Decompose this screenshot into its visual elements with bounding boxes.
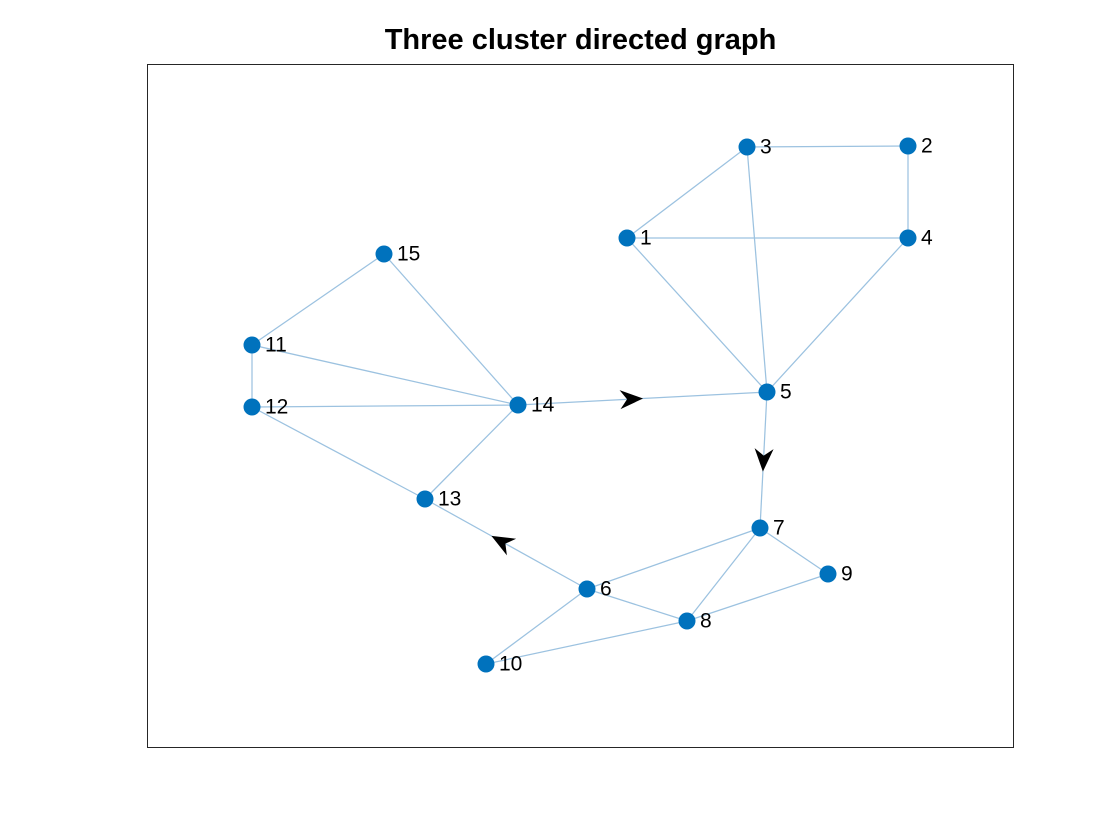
node-label-6: 6 (600, 578, 612, 601)
graph-edge-4-5 (766, 237, 909, 393)
arrowhead-5-7 (754, 448, 774, 472)
graph-edge-6-7 (586, 527, 761, 590)
node-label-2: 2 (921, 135, 933, 158)
node-label-12: 12 (265, 396, 288, 419)
graph-node-14 (509, 396, 527, 414)
node-label-5: 5 (780, 381, 792, 404)
graph-edge-1-5 (626, 237, 768, 393)
node-label-3: 3 (760, 136, 772, 159)
graph-edge-12-13 (251, 406, 426, 500)
chart-title: Three cluster directed graph (384, 24, 777, 56)
graph-node-12 (243, 398, 261, 416)
graph-edge-2-3 (746, 145, 909, 148)
graph-node-9 (819, 565, 837, 583)
graph-edge-6-8 (586, 588, 688, 622)
node-label-14: 14 (531, 394, 555, 417)
node-label-7: 7 (773, 517, 785, 540)
node-label-13: 13 (438, 488, 461, 511)
graph-node-10 (477, 655, 495, 673)
arrowhead-14-5 (619, 390, 644, 410)
graph-node-3 (738, 138, 756, 156)
node-label-15: 15 (397, 243, 420, 266)
graph-edge-13-14 (424, 404, 519, 500)
graph-edge-11-14 (251, 344, 519, 406)
graph-node-13 (416, 490, 434, 508)
graph-edge-8-9 (686, 573, 829, 622)
graph-node-6 (578, 580, 596, 598)
graph-node-7 (751, 519, 769, 537)
graph-edge-14-15 (383, 253, 519, 406)
graph-node-15 (375, 245, 393, 263)
graph-edge-6-10 (485, 588, 588, 665)
node-label-9: 9 (841, 563, 853, 586)
graph-edge-7-9 (759, 527, 829, 575)
graph-node-11 (243, 336, 261, 354)
graph-edge-8-10 (485, 620, 688, 665)
graph-node-5 (758, 383, 776, 401)
graph-edge-1-3 (626, 146, 748, 239)
graph-edge-11-15 (251, 253, 385, 346)
graph-edge-7-8 (686, 527, 761, 622)
node-label-11: 11 (265, 334, 287, 357)
graph-edge-3-5 (746, 146, 768, 393)
arrowhead-6-13 (491, 535, 517, 556)
graph-edge-6-13 (424, 498, 588, 590)
node-label-4: 4 (921, 227, 933, 250)
graph-node-2 (899, 137, 917, 155)
node-label-10: 10 (499, 653, 522, 676)
graph-edge-12-14 (251, 404, 519, 408)
graph-node-4 (899, 229, 917, 247)
node-label-8: 8 (700, 610, 712, 633)
node-label-1: 1 (640, 227, 652, 250)
graph-node-8 (678, 612, 696, 630)
graph-node-1 (618, 229, 636, 247)
